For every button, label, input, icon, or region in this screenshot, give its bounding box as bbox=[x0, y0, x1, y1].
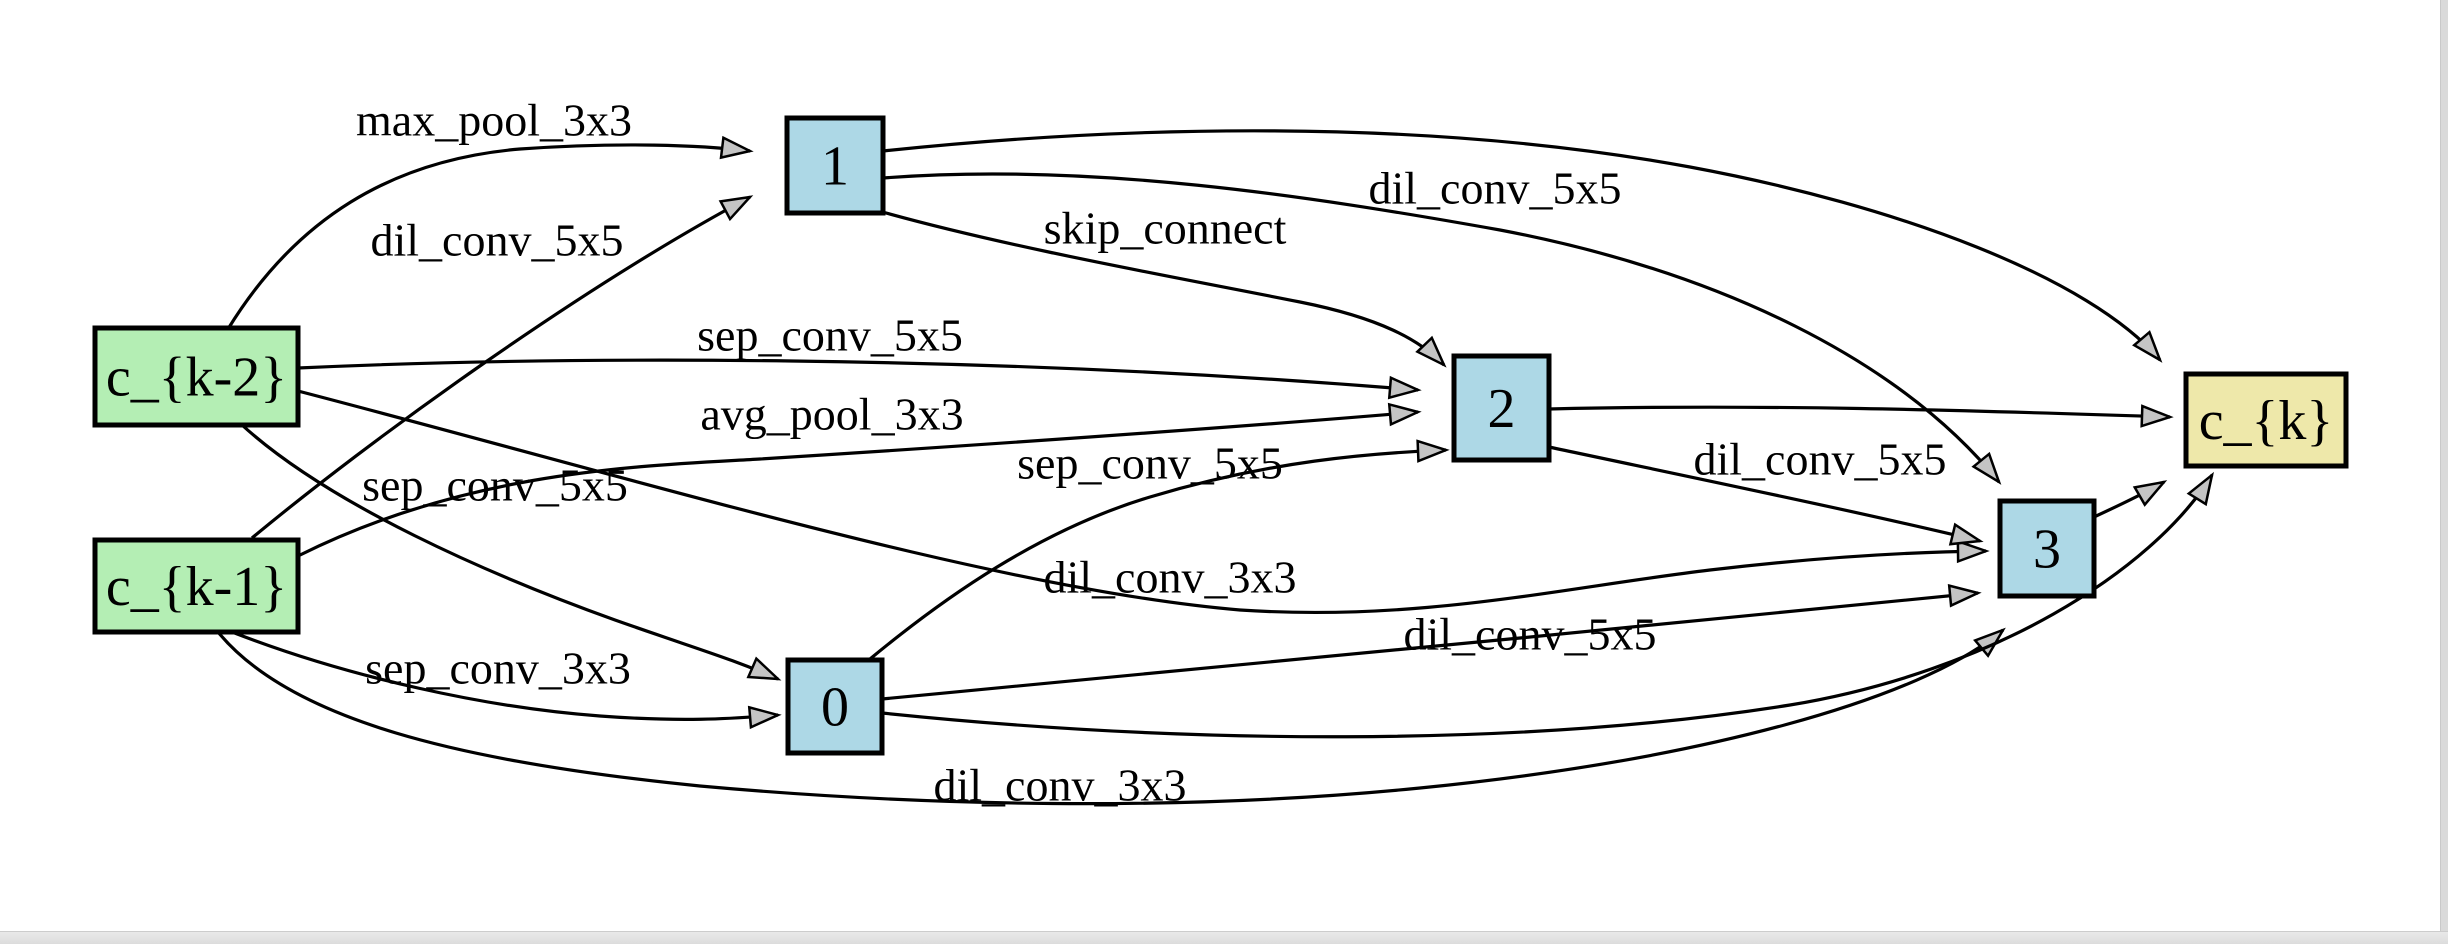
edge-label-avg_pool_3x3-3: avg_pool_3x3 bbox=[700, 389, 963, 440]
edge-label-sep_conv_3x3-7: sep_conv_3x3 bbox=[365, 643, 631, 694]
edge-label-dil_conv_5x5-10: dil_conv_5x5 bbox=[1404, 609, 1657, 660]
node-box-n1 bbox=[784, 115, 886, 216]
edge-label-skip_connect-5: skip_connect bbox=[1044, 203, 1287, 254]
node-label-ck: c_{k} bbox=[2199, 390, 2334, 452]
node-label-n2: 2 bbox=[1488, 378, 1516, 440]
edge-label-sep_conv_5x5-6: sep_conv_5x5 bbox=[362, 460, 628, 511]
edge-ck-1-to-0 bbox=[231, 630, 782, 730]
node-box-n3 bbox=[1997, 498, 2097, 599]
edge-1-to-2 bbox=[878, 209, 1447, 368]
edges-layer bbox=[216, 129, 2214, 806]
edge-ck-2-to-1 bbox=[226, 135, 754, 330]
node-ck: c_{k} bbox=[2183, 371, 2349, 469]
edge-ck-2-to-2 bbox=[297, 358, 1422, 400]
node-box-ck2 bbox=[92, 325, 301, 428]
edge-ck-1-to-3 bbox=[216, 627, 2006, 806]
node-ck1: c_{k-1} bbox=[92, 537, 301, 635]
node-box-ck bbox=[2183, 371, 2349, 469]
edge-label-dil_conv_3x3-9: dil_conv_3x3 bbox=[934, 760, 1187, 811]
node-label-ck1: c_{k-1} bbox=[106, 556, 287, 618]
edge-3-to-ck bbox=[2093, 480, 2168, 519]
nodes-layer: c_{k-2} c_{k-1} 0 1 2 3 c_{k} bbox=[92, 115, 2349, 756]
node-box-n0 bbox=[785, 657, 885, 756]
node-ck2: c_{k-2} bbox=[92, 325, 301, 428]
edge-1-to-ck bbox=[882, 129, 2163, 363]
edge-label-dil_conv_5x5-11: dil_conv_5x5 bbox=[1369, 163, 1622, 214]
edge-0-to-ck bbox=[881, 471, 2214, 739]
edge-0-to-3 bbox=[881, 583, 1982, 701]
edge-label-sep_conv_5x5-2: sep_conv_5x5 bbox=[697, 310, 963, 361]
edge-label-dil_conv_5x5-1: dil_conv_5x5 bbox=[371, 215, 624, 266]
right-edge-strip bbox=[2440, 0, 2448, 944]
node-n1: 1 bbox=[784, 115, 886, 216]
node-label-n1: 1 bbox=[821, 136, 849, 198]
node-box-ck1 bbox=[92, 537, 301, 635]
node-label-ck2: c_{k-2} bbox=[106, 347, 287, 409]
edge-ck-2-to-0 bbox=[240, 423, 782, 681]
node-n3: 3 bbox=[1997, 498, 2097, 599]
edge-ck-1-to-2 bbox=[297, 402, 1422, 558]
edge-ck-2-to-3 bbox=[297, 389, 1990, 615]
node-label-n3: 3 bbox=[2033, 519, 2061, 581]
edge-2-to-3 bbox=[1548, 445, 1984, 546]
edge-label-sep_conv_5x5-4: sep_conv_5x5 bbox=[1017, 438, 1283, 489]
edge-label-dil_conv_5x5-12: dil_conv_5x5 bbox=[1694, 434, 1947, 485]
node-n2: 2 bbox=[1451, 353, 1552, 463]
edge-0-to-2 bbox=[868, 439, 1450, 661]
node-n0: 0 bbox=[785, 657, 885, 756]
node-box-n2 bbox=[1451, 353, 1552, 463]
edge-2-to-ck bbox=[1548, 404, 2174, 428]
edge-ck-1-to-1 bbox=[250, 195, 754, 540]
edge-1-to-3 bbox=[882, 172, 2002, 485]
edge-labels-layer: max_pool_3x3 dil_conv_5x5 sep_conv_5x5 avg_… bbox=[356, 95, 1946, 811]
node-label-n0: 0 bbox=[821, 677, 849, 739]
edge-label-max_pool_3x3-0: max_pool_3x3 bbox=[356, 95, 632, 146]
bottom-edge-strip bbox=[0, 931, 2448, 944]
edge-label-dil_conv_3x3-8: dil_conv_3x3 bbox=[1044, 552, 1297, 603]
